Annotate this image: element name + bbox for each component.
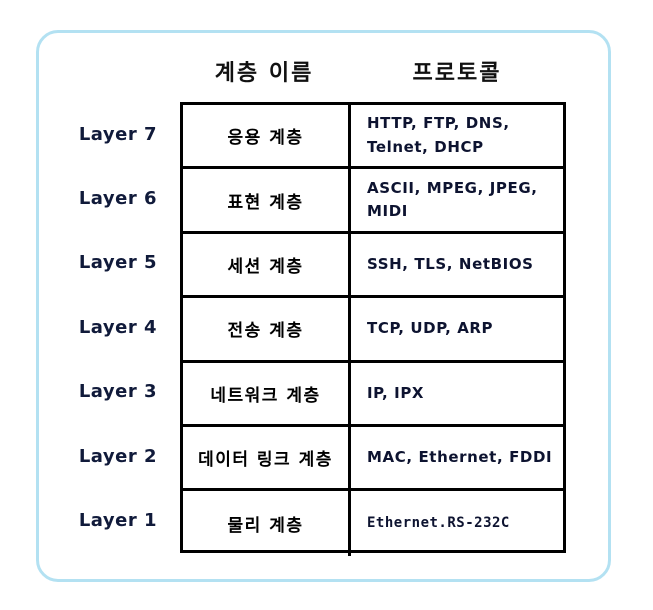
protocol-cell: HTTP, FTP, DNS, Telnet, DHCP	[367, 114, 510, 156]
table-row: 응용 계층 HTTP, FTP, DNS, Telnet, DHCP	[183, 105, 563, 170]
table-row: 물리 계층 Ethernet.RS-232C	[183, 491, 563, 556]
protocol-cell: Ethernet.RS-232C	[367, 514, 510, 531]
protocol-cell: MAC, Ethernet, FDDI	[367, 448, 553, 467]
table-row: 세션 계층 SSH, TLS, NetBIOS	[183, 233, 563, 299]
protocol-cell: TCP, UDP, ARP	[367, 319, 494, 338]
osi-layer-table: 응용 계층 HTTP, FTP, DNS, Telnet, DHCP 표현 계층…	[180, 102, 566, 556]
layer-name-cell: 전송 계층	[183, 298, 351, 360]
layer-label: Layer 6	[78, 188, 157, 210]
column-header-row: 계층 이름 프로토콜	[39, 55, 608, 95]
layer-name-cell: 응용 계층	[183, 105, 351, 167]
table-row: 네트워크 계층 IP, IPX	[183, 362, 563, 427]
protocol-cell: SSH, TLS, NetBIOS	[367, 254, 534, 273]
table-row: 데이터 링크 계층 MAC, Ethernet, FDDI	[183, 426, 563, 492]
layer-label: Layer 7	[78, 123, 157, 145]
protocol-cell: IP, IPX	[367, 383, 425, 402]
protocol-cell: ASCII, MPEG, JPEG, MIDI	[367, 178, 538, 221]
layer-label: Layer 1	[78, 510, 157, 532]
osi-model-frame: 계층 이름 프로토콜 Layer 7 Layer 6 Layer 5 Layer…	[36, 30, 611, 582]
layer-label: Layer 5	[78, 252, 157, 274]
layer-label-column: Layer 7 Layer 6 Layer 5 Layer 4 Layer 3 …	[39, 102, 180, 553]
column-header-layer-name: 계층 이름	[214, 61, 314, 86]
layer-name-cell: 네트워크 계층	[183, 362, 351, 424]
layer-label: Layer 4	[78, 316, 157, 338]
layer-name-cell: 데이터 링크 계층	[183, 426, 351, 489]
table-row: 전송 계층 TCP, UDP, ARP	[183, 298, 563, 363]
table-row: 표현 계층 ASCII, MPEG, JPEG, MIDI	[183, 169, 563, 234]
layer-name-cell: 물리 계층	[183, 491, 351, 556]
layer-name-cell: 표현 계층	[183, 169, 351, 231]
column-header-protocol: 프로토콜	[412, 61, 502, 86]
layer-label: Layer 2	[78, 445, 157, 467]
layer-name-cell: 세션 계층	[183, 233, 351, 296]
layer-label: Layer 3	[78, 381, 157, 403]
